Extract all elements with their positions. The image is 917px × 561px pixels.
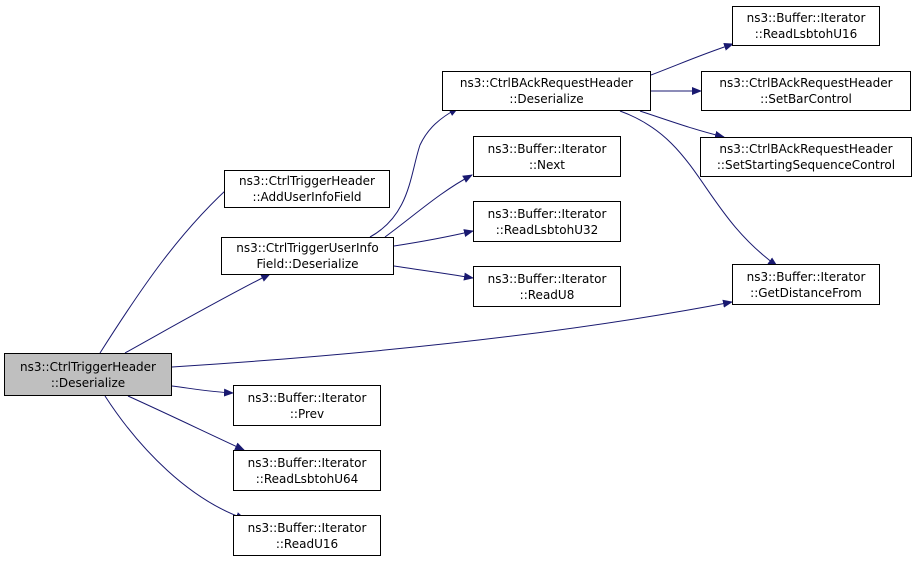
node-ctrl-trigger-user-info-field-deserialize[interactable]: ns3::CtrlTriggerUserInfo Field::Deserial… (221, 237, 394, 275)
node-label-line2: ::Deserialize (509, 92, 584, 106)
node-label-line2: ::ReadU8 (519, 287, 575, 302)
node-ctrl-back-request-header-deserialize[interactable]: ns3::CtrlBAckRequestHeader ::Deserialize (442, 71, 651, 111)
node-label-line1: ns3::Buffer::Iterator (487, 206, 607, 221)
edge-root-to-prev (171, 385, 234, 397)
node-label-line2: ::AddUserInfoField (252, 190, 362, 204)
node-buffer-iterator-next[interactable]: ns3::Buffer::Iterator ::Next (473, 136, 621, 177)
edge-bar-deser-to-read-lsb16 (650, 43, 734, 76)
edge-user-info-to-read-lsb32 (393, 229, 474, 247)
edge-user-info-to-bar-deser (369, 107, 459, 238)
node-label-line2: ::Next (528, 157, 566, 172)
node-label-line1: ns3::CtrlBAckRequestHeader (719, 142, 893, 156)
node-label-line1: ns3::Buffer::Iterator (487, 271, 607, 286)
node-buffer-iterator-read-u8[interactable]: ns3::Buffer::Iterator ::ReadU8 (473, 266, 621, 307)
node-label-line2: ::SetStartingSequenceControl (716, 158, 896, 172)
node-buffer-iterator-read-u16[interactable]: ns3::Buffer::Iterator ::ReadU16 (233, 515, 381, 556)
node-label-line1: ns3::CtrlTriggerHeader (19, 359, 156, 374)
node-label-line1: ns3::CtrlTriggerUserInfo (236, 241, 379, 255)
edge-root-to-get-distance (171, 299, 733, 368)
edge-root-to-add-user-info (99, 179, 238, 354)
node-buffer-iterator-read-lsbtoh-u64[interactable]: ns3::Buffer::Iterator ::ReadLsbtohU64 (233, 450, 381, 491)
node-label-line1: ns3::CtrlTriggerHeader (238, 174, 375, 188)
node-ctrl-trigger-header-add-user-info-field[interactable]: ns3::CtrlTriggerHeader ::AddUserInfoFiel… (224, 170, 390, 208)
node-label-line1: ns3::Buffer::Iterator (247, 455, 367, 470)
edge-bar-deser-to-get-distance (619, 110, 778, 267)
node-buffer-iterator-prev[interactable]: ns3::Buffer::Iterator ::Prev (233, 385, 381, 426)
node-ctrl-trigger-header-deserialize: ns3::CtrlTriggerHeader ::Deserialize (4, 353, 172, 396)
edge-user-info-to-read-u8 (393, 265, 474, 281)
node-label-line2: ::ReadLsbtohU16 (754, 27, 858, 41)
node-ctrl-back-request-header-set-starting-sequence-control[interactable]: ns3::CtrlBAckRequestHeader ::SetStarting… (700, 137, 912, 177)
edge-root-to-read-u16 (104, 395, 246, 520)
edge-root-to-user-info-deser (124, 273, 271, 354)
node-buffer-iterator-read-lsbtoh-u16[interactable]: ns3::Buffer::Iterator ::ReadLsbtohU16 (732, 6, 880, 46)
node-label-line1: ns3::Buffer::Iterator (746, 269, 866, 284)
node-label-line1: ns3::Buffer::Iterator (487, 141, 607, 156)
node-buffer-iterator-read-lsbtoh-u32[interactable]: ns3::Buffer::Iterator ::ReadLsbtohU32 (473, 201, 621, 242)
node-label-line1: ns3::Buffer::Iterator (247, 520, 367, 535)
node-buffer-iterator-get-distance-from[interactable]: ns3::Buffer::Iterator ::GetDistanceFrom (732, 264, 880, 305)
node-label-line1: ns3::Buffer::Iterator (746, 11, 866, 25)
node-label-line2: Field::Deserialize (256, 257, 359, 271)
node-label-line2: ::ReadU16 (275, 536, 339, 551)
edge-root-to-read-lsb64 (127, 395, 245, 451)
node-label-line2: ::ReadLsbtohU64 (255, 471, 359, 486)
edge-user-info-to-next (384, 174, 473, 238)
node-label-line2: ::Deserialize (50, 375, 126, 390)
node-label-line2: ::GetDistanceFrom (750, 285, 862, 300)
edge-bar-deser-to-set-start-seq (639, 110, 725, 139)
node-ctrl-back-request-header-set-bar-control[interactable]: ns3::CtrlBAckRequestHeader ::SetBarContr… (701, 71, 911, 111)
node-label-line1: ns3::CtrlBAckRequestHeader (719, 76, 893, 90)
node-label-line2: ::ReadLsbtohU32 (495, 222, 599, 237)
node-label-line2: ::Prev (289, 406, 325, 421)
node-label-line1: ns3::CtrlBAckRequestHeader (459, 76, 634, 90)
node-label-line1: ns3::Buffer::Iterator (247, 390, 367, 405)
node-label-line2: ::SetBarControl (760, 92, 852, 106)
